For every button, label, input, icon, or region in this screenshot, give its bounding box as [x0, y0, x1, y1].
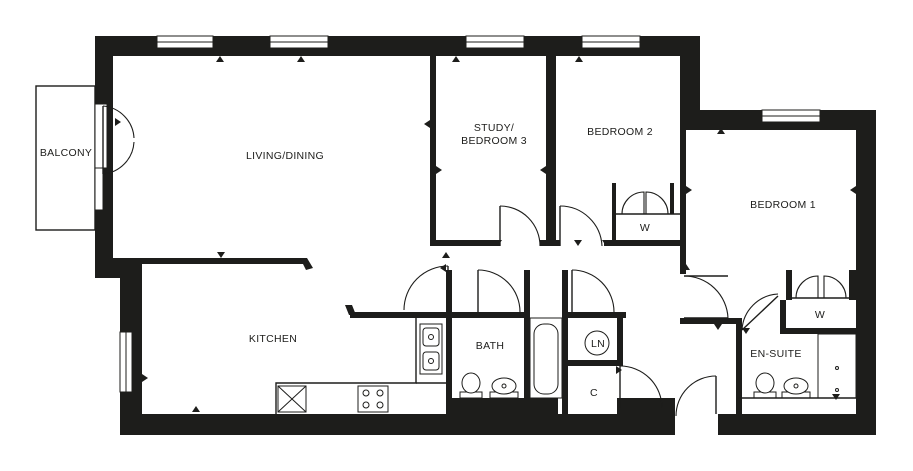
internal-walls — [142, 56, 856, 414]
label-wardrobe-bedroom-2: W — [640, 222, 650, 234]
label-bedroom-1: BEDROOM 1 — [750, 199, 816, 211]
label-balcony: BALCONY — [40, 147, 92, 159]
doors — [403, 191, 847, 417]
label-cupboard: C — [590, 387, 598, 399]
label-kitchen: KITCHEN — [249, 333, 297, 345]
balcony-area — [35, 85, 108, 231]
label-en-suite: EN-SUITE — [750, 348, 801, 360]
label-bath: BATH — [476, 340, 504, 352]
windows — [119, 35, 821, 393]
label-living-dining: LIVING/DINING — [246, 150, 324, 162]
label-study-line2: BEDROOM 3 — [461, 135, 527, 147]
label-wardrobe-bedroom-1: W — [815, 309, 825, 321]
electrical-markers — [115, 56, 856, 412]
room-labels: BALCONY LIVING/DINING STUDY/ BEDROOM 3 B… — [40, 122, 825, 399]
label-study-line1: STUDY/ — [474, 122, 514, 134]
label-linen: LN — [591, 338, 605, 350]
balcony-doors — [102, 105, 135, 175]
label-bedroom-2: BEDROOM 2 — [587, 126, 653, 138]
